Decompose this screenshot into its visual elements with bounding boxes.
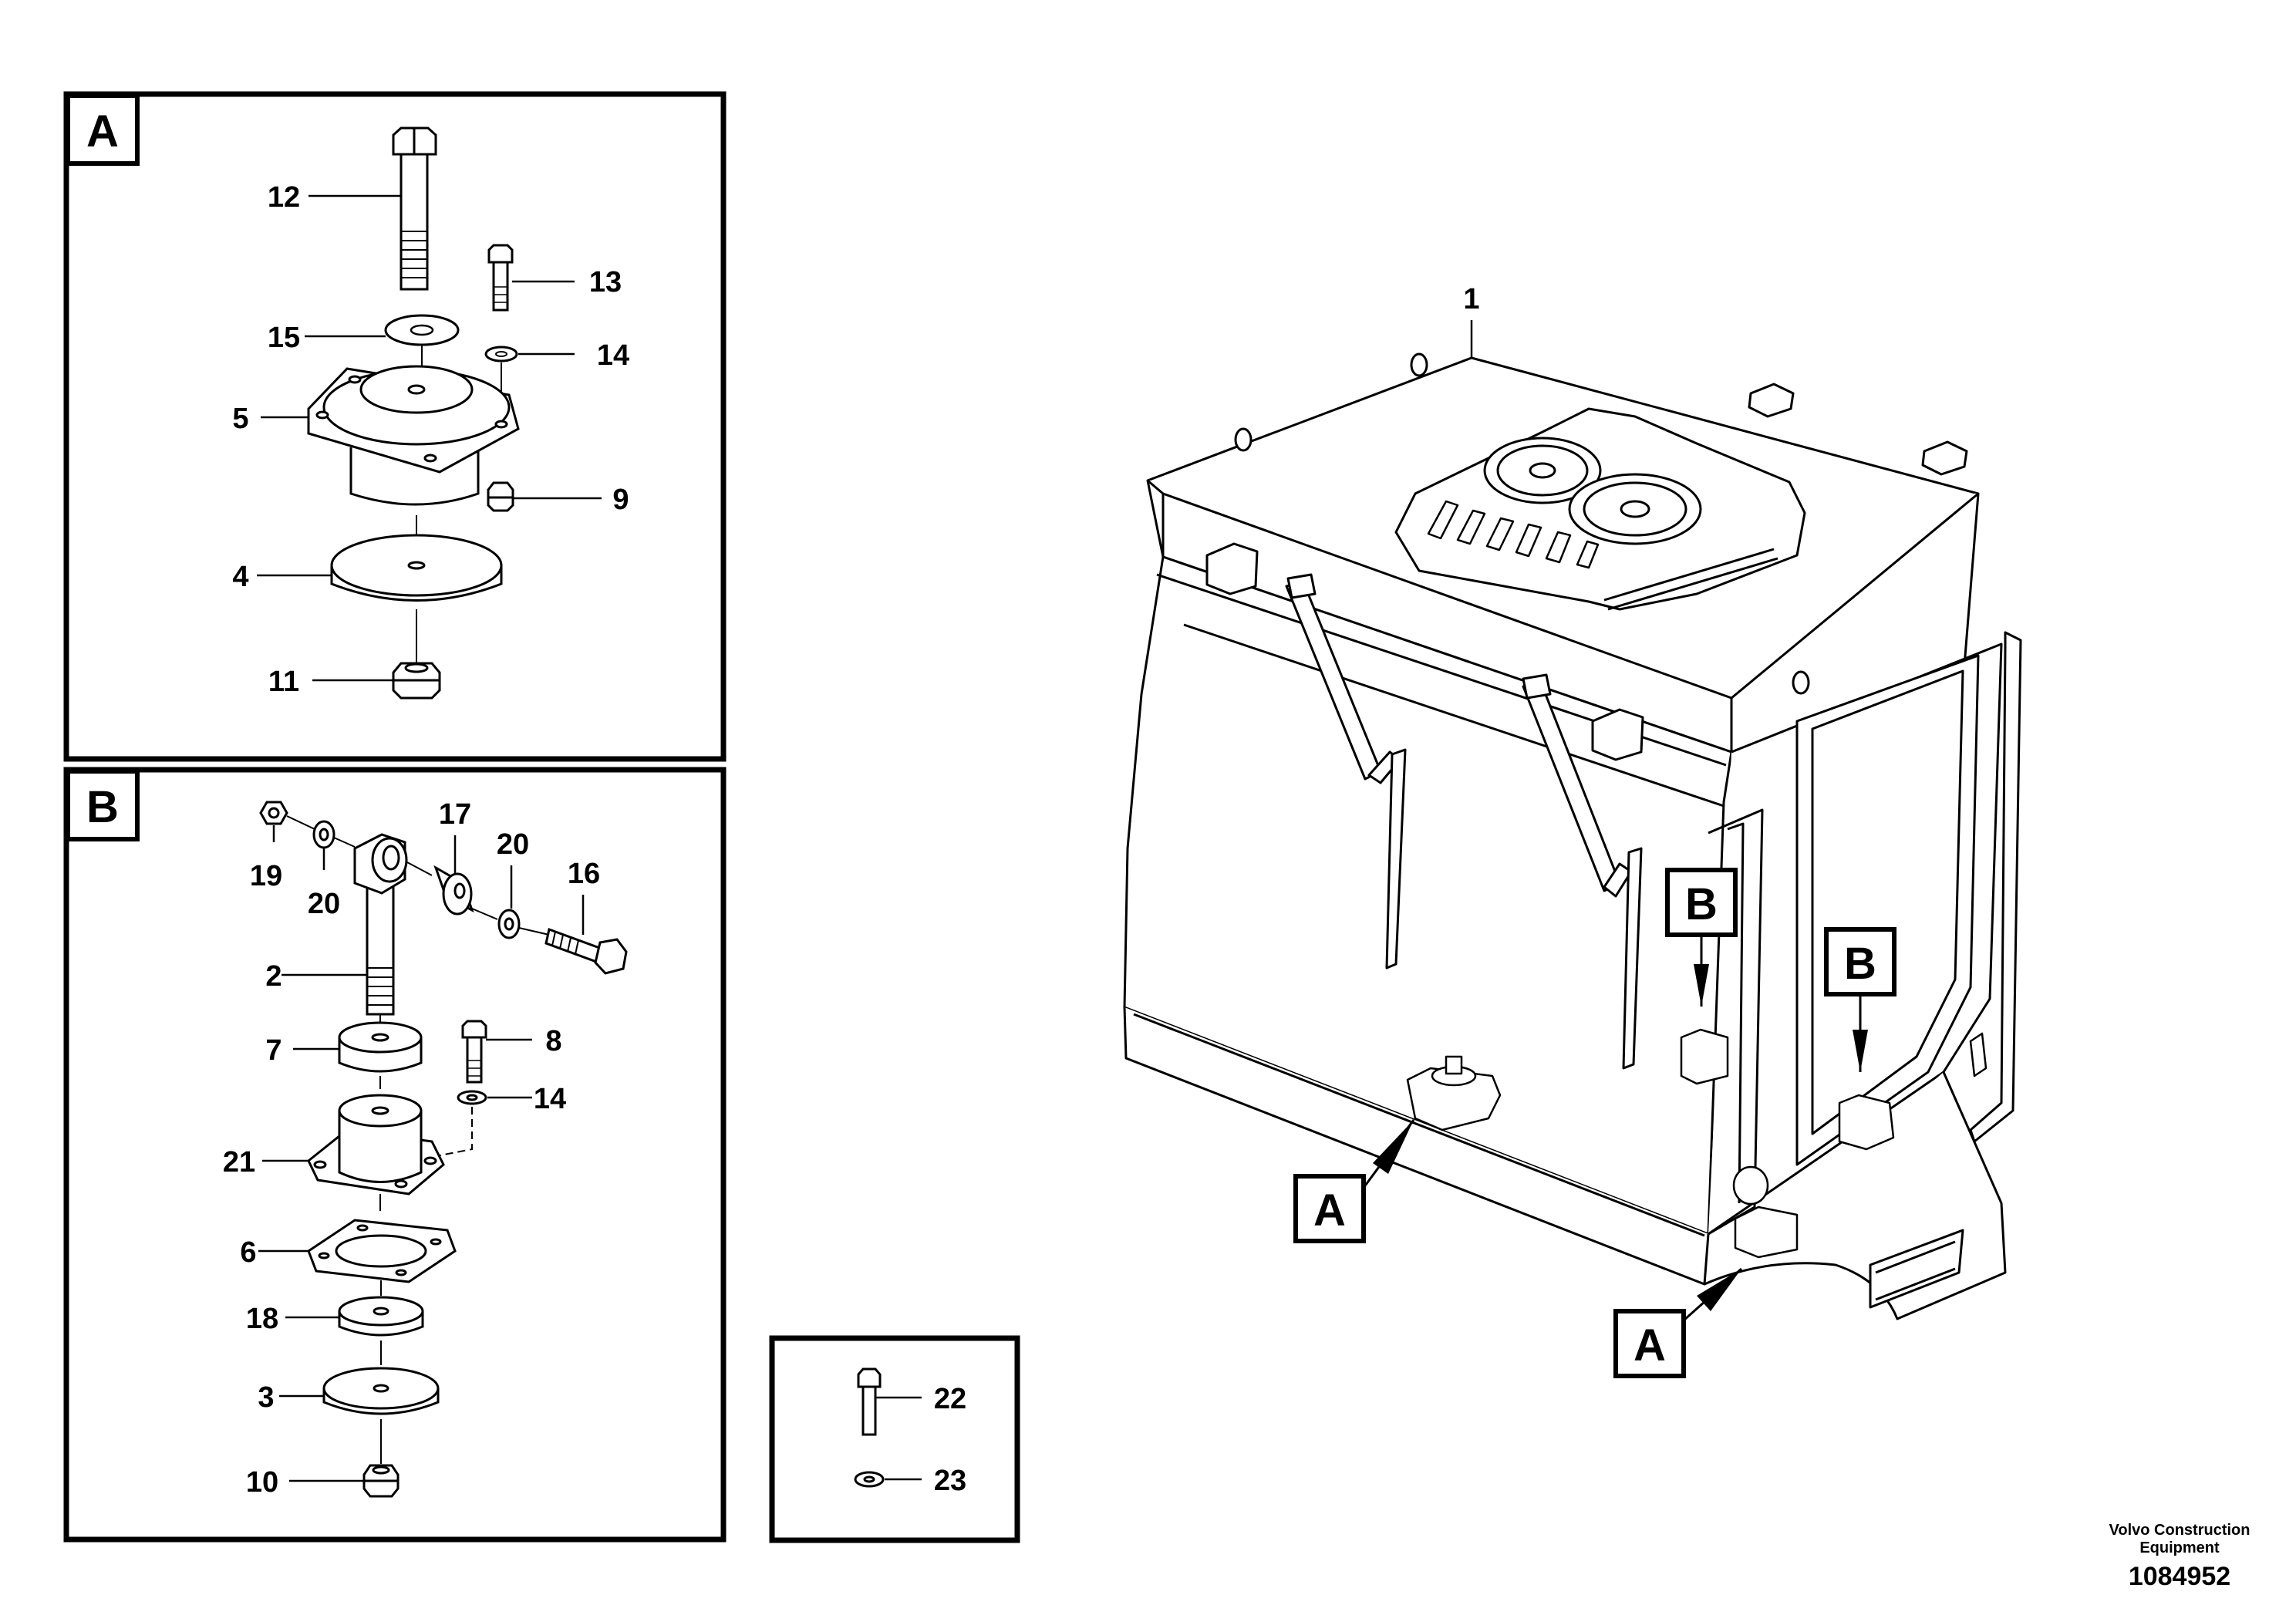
callout-8: 8 bbox=[545, 1025, 561, 1057]
callout-11: 11 bbox=[268, 666, 299, 698]
callout-13: 13 bbox=[589, 266, 622, 298]
bolt-16 bbox=[544, 928, 628, 975]
svg-text:A: A bbox=[1313, 1185, 1346, 1236]
callout-box-b-2: B bbox=[1824, 927, 1896, 1072]
callout-9: 9 bbox=[612, 484, 629, 516]
callout-22: 22 bbox=[934, 1383, 966, 1415]
mount-21 bbox=[307, 1094, 445, 1195]
washer-14-b bbox=[457, 1090, 487, 1105]
plate-6 bbox=[307, 1219, 457, 1283]
callout-box-a-2: A bbox=[1613, 1267, 1742, 1378]
callout-box-a-1: A bbox=[1293, 1119, 1415, 1243]
callout-14-a: 14 bbox=[597, 339, 629, 372]
disc-4 bbox=[330, 534, 503, 602]
cab-assembly bbox=[1123, 352, 2022, 1320]
cushion-18 bbox=[338, 1296, 424, 1337]
callout-16: 16 bbox=[568, 858, 600, 890]
panel-c: 22 23 bbox=[769, 1335, 1020, 1543]
mount-5 bbox=[307, 365, 520, 506]
callout-3: 3 bbox=[258, 1381, 274, 1414]
panel-b: B 19 20 2 bbox=[63, 767, 727, 1543]
callout-4: 4 bbox=[232, 561, 248, 593]
callout-5: 5 bbox=[232, 403, 248, 435]
disc-3 bbox=[322, 1367, 440, 1415]
bolt-12 bbox=[392, 126, 437, 291]
washer-20-left bbox=[312, 820, 335, 849]
washer-14 bbox=[484, 346, 518, 363]
callout-10: 10 bbox=[246, 1466, 278, 1499]
callout-box-b-1: B bbox=[1665, 868, 1738, 1007]
callout-17: 17 bbox=[439, 798, 471, 831]
cushion-7 bbox=[338, 1021, 423, 1073]
svg-text:A: A bbox=[1633, 1320, 1666, 1371]
washer-15 bbox=[384, 314, 460, 346]
nut-9 bbox=[487, 481, 514, 512]
washer-20-right bbox=[497, 909, 521, 939]
panel-a-letter: A bbox=[86, 106, 119, 157]
callout-15: 15 bbox=[268, 322, 300, 354]
callout-19: 19 bbox=[250, 860, 282, 892]
nut-19 bbox=[259, 801, 288, 825]
callout-7: 7 bbox=[265, 1034, 282, 1067]
bushing-17 bbox=[433, 865, 474, 916]
bolt-22 bbox=[857, 1367, 882, 1436]
callout-18: 18 bbox=[246, 1303, 278, 1335]
bolt-13 bbox=[487, 244, 514, 312]
callout-20-left: 20 bbox=[308, 888, 340, 920]
callout-23: 23 bbox=[934, 1465, 966, 1497]
callout-6: 6 bbox=[240, 1236, 256, 1269]
svg-text:B: B bbox=[1844, 939, 1876, 989]
eyebolt-2 bbox=[353, 833, 408, 1016]
callout-2: 2 bbox=[265, 960, 282, 993]
callout-14-b: 14 bbox=[534, 1083, 566, 1115]
nut-10 bbox=[362, 1464, 400, 1498]
callout-20-right: 20 bbox=[497, 828, 529, 861]
callout-12: 12 bbox=[268, 181, 300, 214]
washer-23 bbox=[854, 1471, 885, 1488]
panel-b-letter: B bbox=[86, 782, 119, 832]
panel-a: A 12 13 15 bbox=[63, 91, 727, 762]
bolt-8 bbox=[461, 1020, 487, 1084]
callout-21: 21 bbox=[223, 1146, 255, 1179]
brand-line-2: Equipment bbox=[2139, 1539, 2220, 1556]
callout-1: 1 bbox=[1463, 283, 1479, 315]
nut-11 bbox=[392, 662, 441, 700]
part-number: 1084952 bbox=[2129, 1562, 2230, 1591]
svg-text:B: B bbox=[1685, 879, 1718, 929]
brand-line-1: Volvo Construction bbox=[2109, 1522, 2250, 1539]
